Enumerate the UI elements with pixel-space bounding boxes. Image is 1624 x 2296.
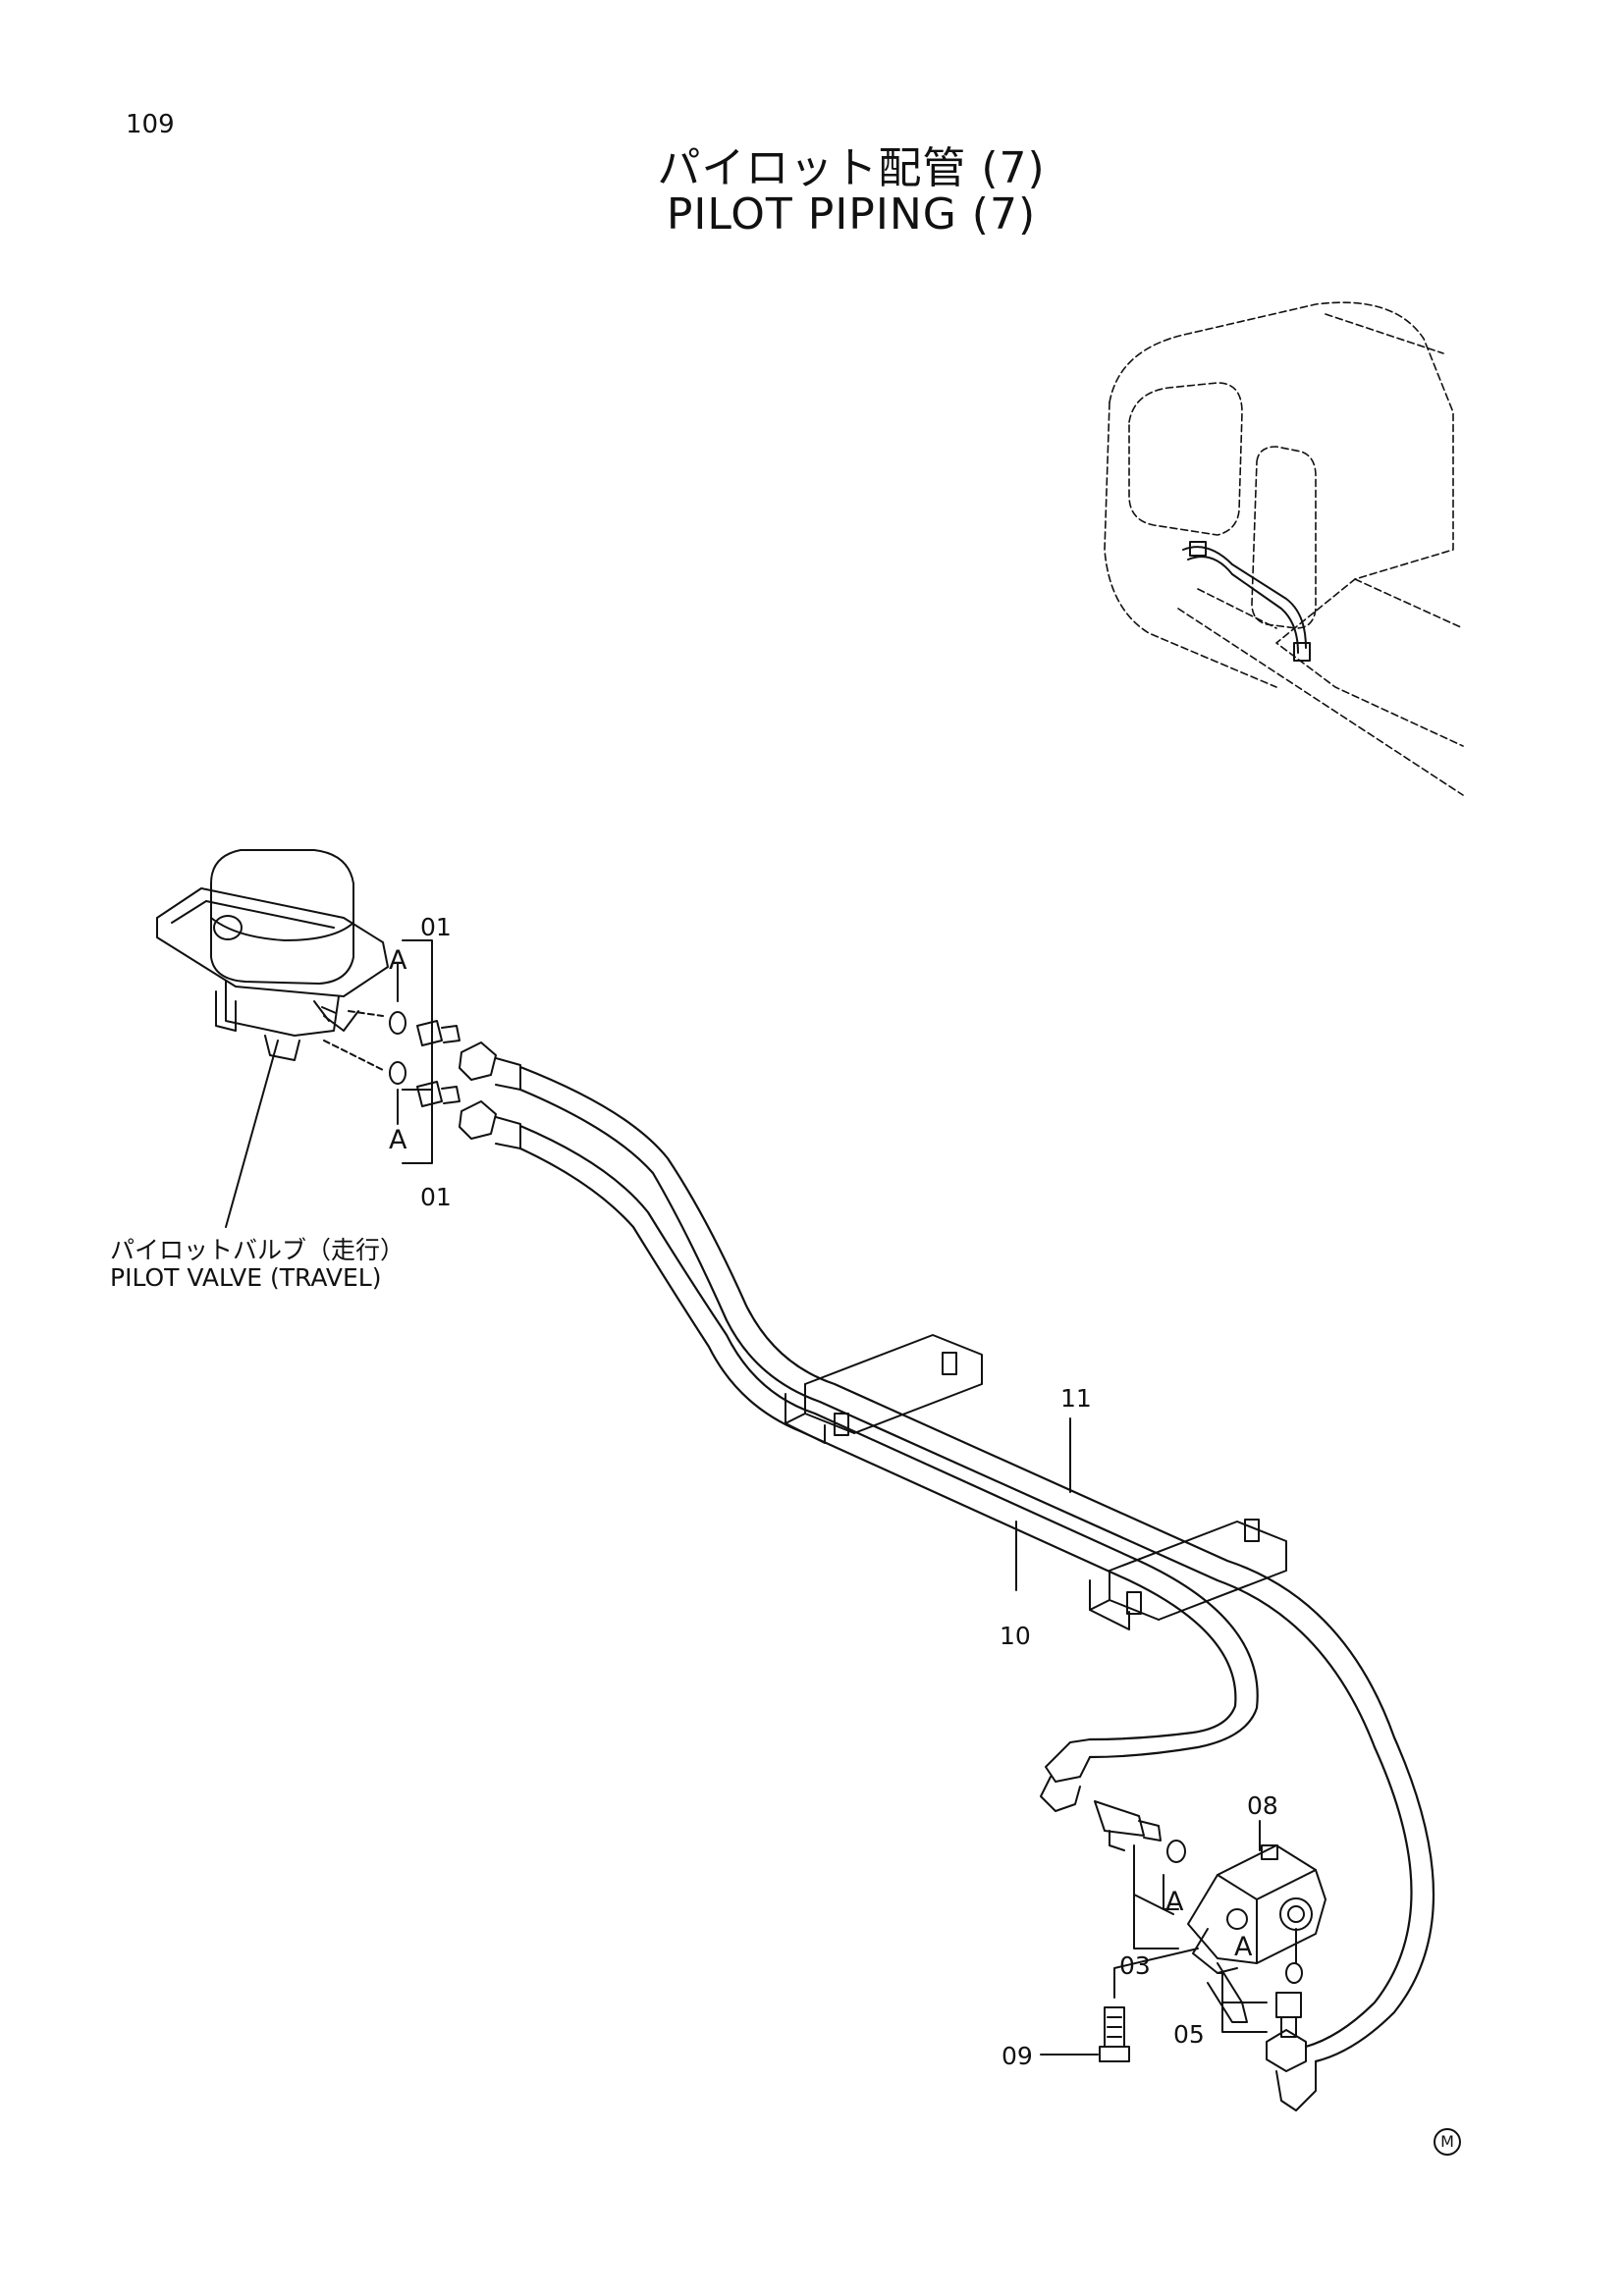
pilot-valve-drawing: [156, 849, 389, 1061]
leader-09-up: [1113, 1948, 1199, 1999]
o-ring-05: [1285, 1962, 1303, 1984]
title-english: PILOT PIPING (7): [666, 189, 1037, 240]
part-label-03: 03: [1119, 1951, 1151, 1980]
part-label-08: 08: [1247, 1791, 1278, 1820]
o-ring-bottom: [389, 1061, 406, 1085]
part-label-05: 05: [1173, 2020, 1205, 2049]
mounting-bracket-lower: [1089, 1519, 1287, 1630]
detail-marker-a-1: A: [389, 945, 407, 976]
hose-11-end-elbow: [1266, 2029, 1317, 2111]
bracket-03: [1133, 1844, 1179, 1949]
pilot-valve-caption-japanese: パイロットバルブ（走行）: [110, 1236, 406, 1264]
cab-inset-piping: [1182, 541, 1311, 662]
part-label-01-top: 01: [420, 913, 452, 941]
adapter-01-bottom: [416, 1081, 460, 1107]
detail-marker-a-2: A: [389, 1125, 407, 1155]
hose-10-elbow: [1040, 1738, 1091, 1812]
part-label-09: 09: [1001, 2042, 1033, 2070]
mounting-bracket-upper: [785, 1334, 983, 1444]
pilot-valve-caption-english: PILOT VALVE (TRAVEL): [110, 1263, 382, 1292]
bracket-05: [1217, 1972, 1268, 2033]
page-number: 109: [126, 110, 175, 139]
o-ring-03: [1166, 1840, 1186, 1863]
bracket-01-top: [402, 939, 433, 1091]
part-label-10: 10: [1000, 1622, 1031, 1650]
hose-fitting-top: [459, 1041, 521, 1091]
bolt-09: [1099, 2006, 1130, 2062]
corner-mark: M: [1434, 2128, 1461, 2156]
o-ring-top: [389, 1011, 406, 1035]
detail-marker-a-4: A: [1234, 1932, 1253, 1962]
cab-inset-drawing: [1104, 301, 1464, 796]
part-label-11: 11: [1060, 1384, 1092, 1413]
adapter-05: [1275, 1992, 1302, 2038]
adapter-03: [1094, 1800, 1162, 1851]
detail-marker-a-3: A: [1165, 1887, 1184, 1917]
hose-fitting-bottom: [459, 1100, 521, 1149]
hose-11: [518, 1065, 1435, 2063]
bracket-01-bottom: [402, 1089, 433, 1164]
hose-10: [518, 1124, 1259, 1759]
part-label-01-bottom: 01: [420, 1183, 452, 1211]
title-japanese: パイロット配管 (7): [657, 143, 1046, 193]
adapter-01-top: [416, 1020, 460, 1046]
valve-block-08: [1187, 1844, 1326, 2023]
pilot-valve-leader: [225, 1040, 279, 1228]
